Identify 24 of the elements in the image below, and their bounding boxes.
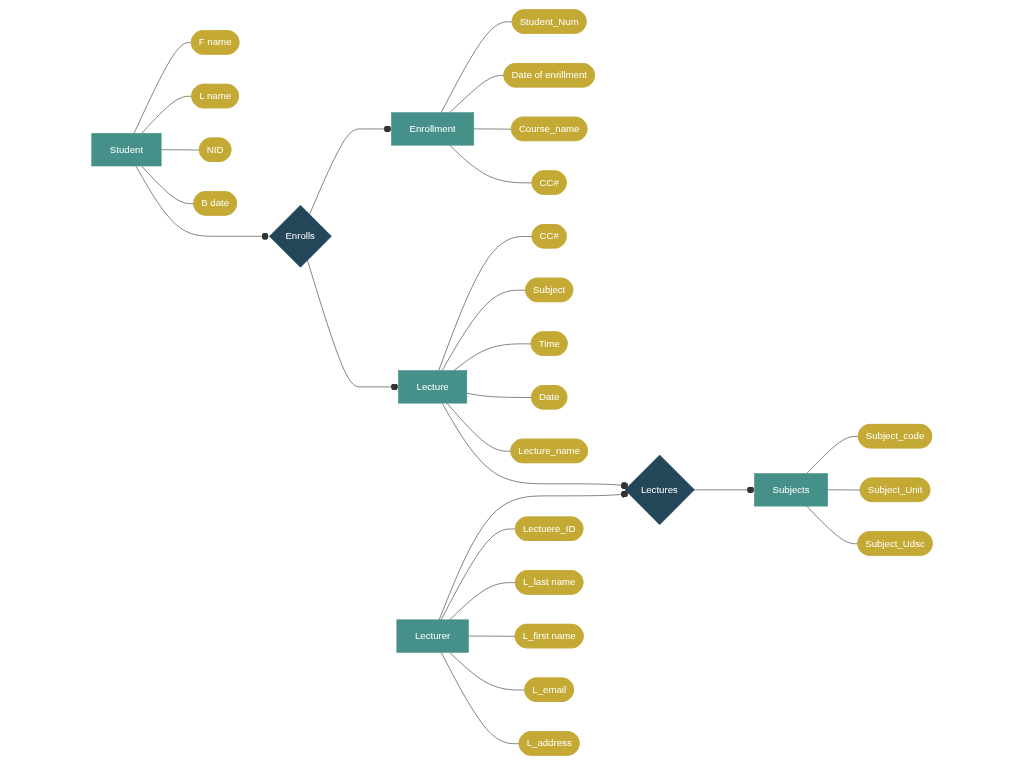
- node-box: Enrollment: [391, 112, 475, 146]
- connector: [441, 289, 527, 371]
- connector: [449, 144, 533, 184]
- connector: [141, 96, 193, 134]
- connector: [806, 505, 859, 545]
- node-diamond: Enrolls: [269, 204, 332, 268]
- connector: [449, 75, 505, 113]
- connector: [133, 42, 192, 134]
- connector: [141, 165, 195, 204]
- node-box: Subjects: [754, 473, 828, 507]
- connector: [449, 582, 517, 621]
- connector: [440, 21, 513, 113]
- node-box: Student: [91, 133, 162, 167]
- connector: [806, 436, 859, 474]
- connector: [438, 236, 533, 371]
- connector: [453, 343, 532, 371]
- connector: [449, 652, 526, 691]
- connector: [440, 652, 520, 744]
- node-diamond: Lectures: [624, 454, 695, 525]
- connector: [440, 528, 517, 621]
- node-box: Lecture: [398, 370, 468, 404]
- node-box: Lecturer: [396, 619, 469, 653]
- connector: [466, 392, 533, 398]
- connector: [446, 402, 512, 452]
